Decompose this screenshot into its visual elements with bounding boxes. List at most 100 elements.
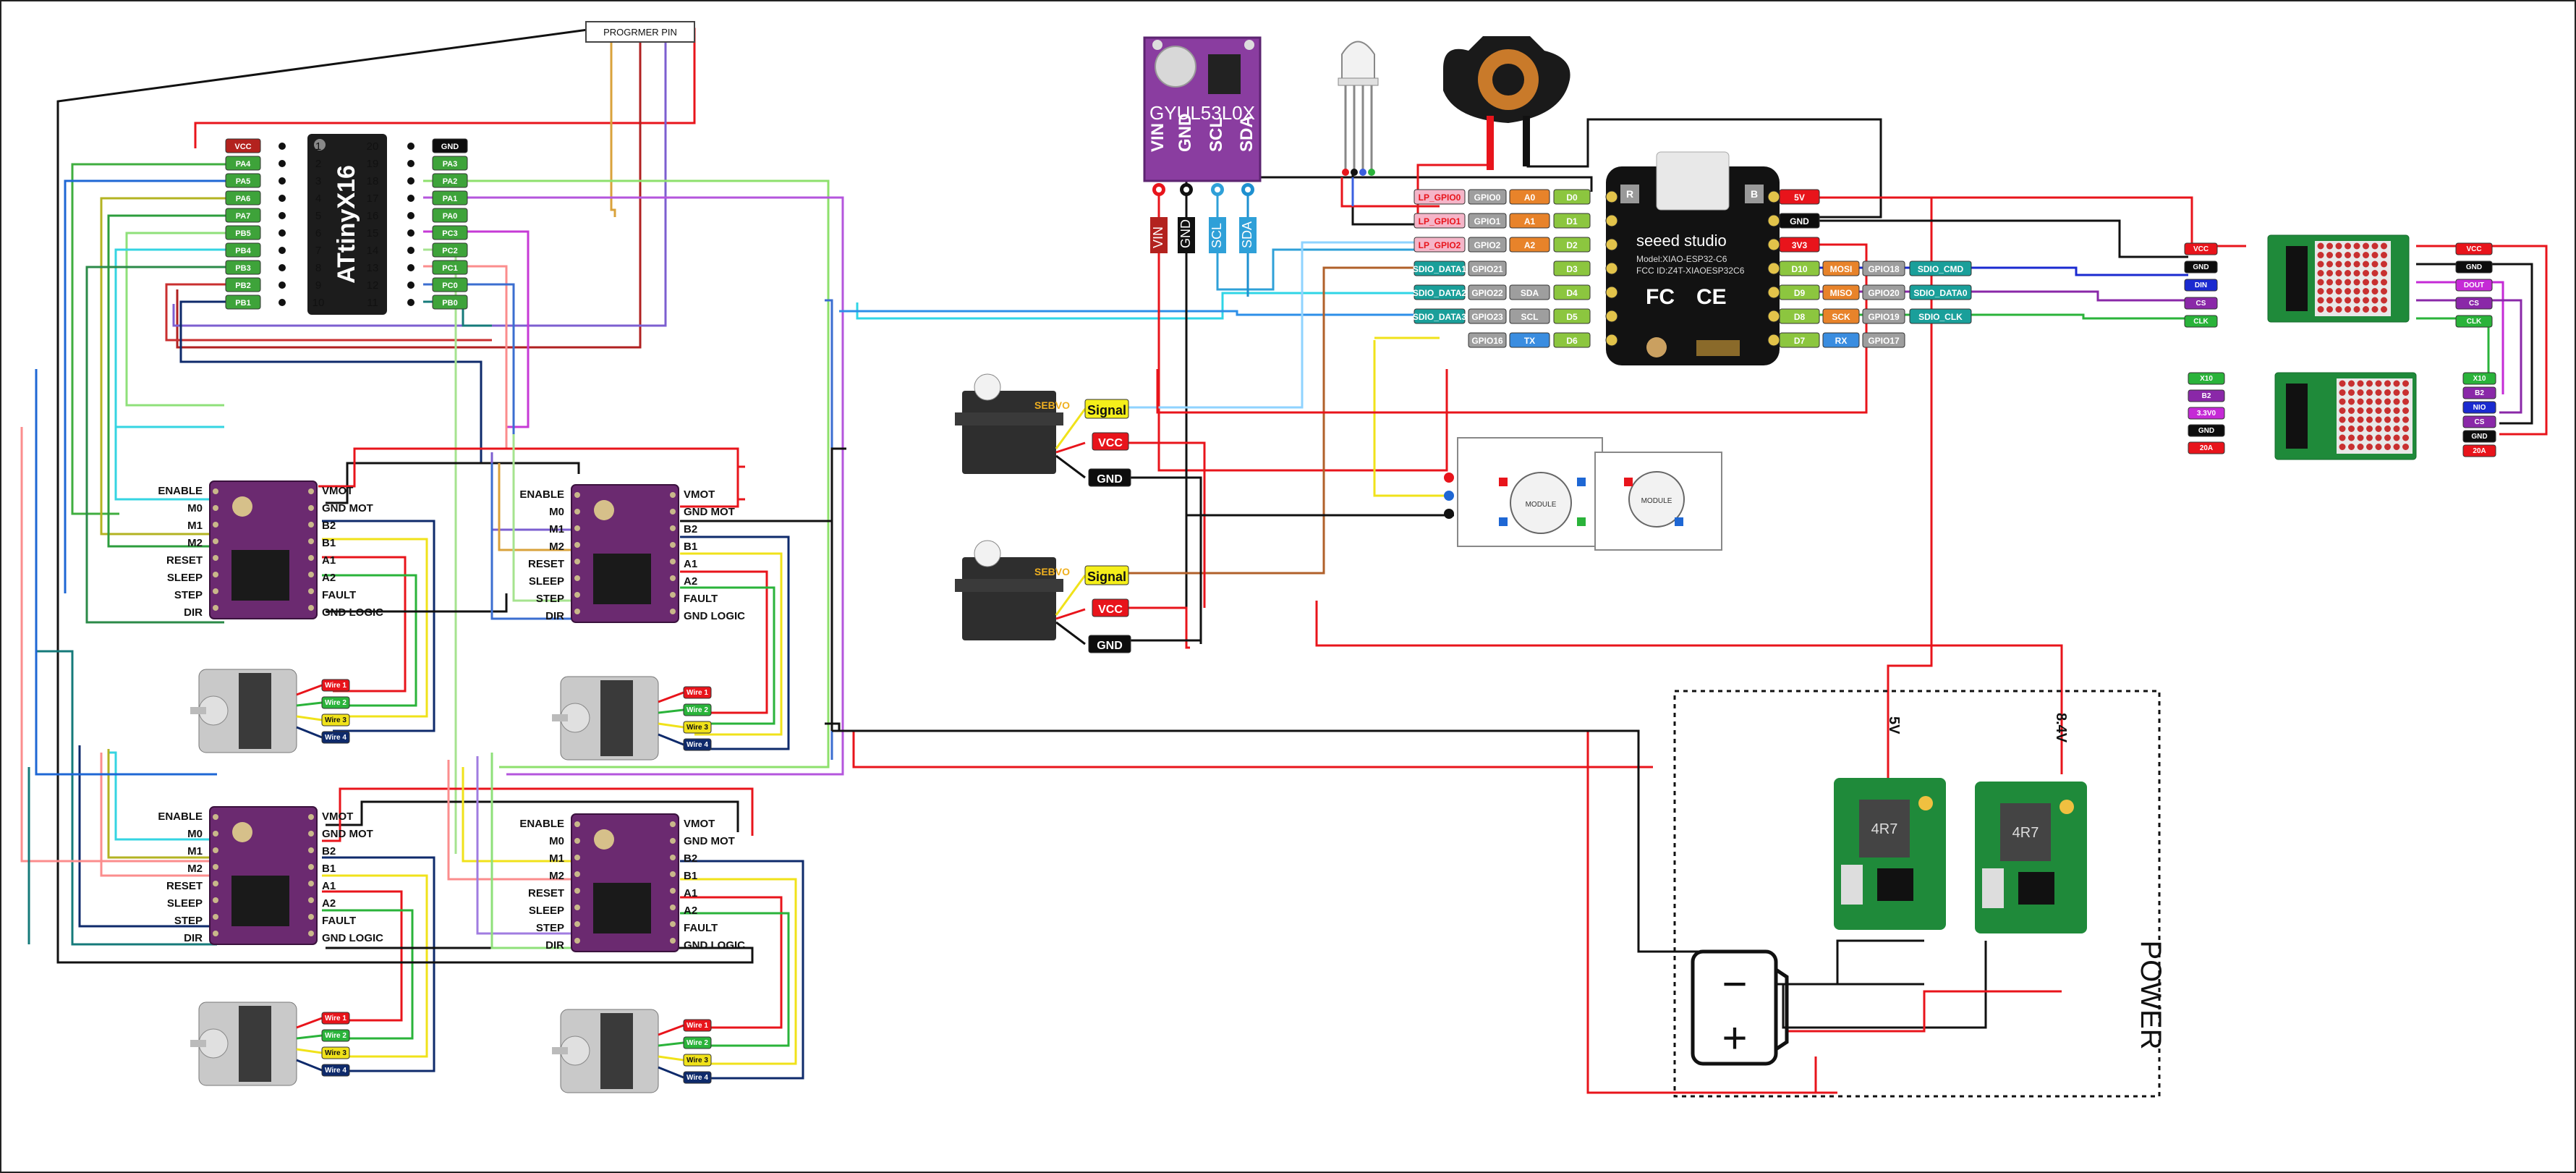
attiny-pin-right: PC1: [432, 260, 468, 275]
svg-text:GPIO16: GPIO16: [1471, 336, 1503, 346]
driver-pin-left: DIR: [184, 606, 203, 619]
attiny-pin-number: 1: [315, 140, 321, 153]
xiao-boot-label: B: [1751, 188, 1758, 200]
sensor-pin-label: VIN: [1148, 123, 1168, 152]
motor-wire-tag: Wire 4: [658, 1066, 712, 1084]
attiny-pin-right: PC2: [432, 242, 468, 258]
xiao-right-tag: D7: [1779, 332, 1820, 348]
sensor-pin-label: SCL: [1207, 117, 1226, 152]
attiny-pin-number: 17: [367, 192, 379, 205]
attiny-pin-right: PA2: [432, 173, 468, 188]
battery-minus: −: [1722, 960, 1747, 1008]
driver-pin-right: B1: [322, 537, 336, 549]
driver-pin-left: ENABLE: [519, 818, 564, 830]
svg-text:CS: CS: [2196, 300, 2206, 308]
xiao-right-tag: D8: [1779, 308, 1820, 324]
sensor-pin-tag: SDA: [1240, 221, 1254, 248]
attiny-pin-number: 3: [315, 175, 321, 187]
led-matrix-bottom: [2274, 372, 2417, 460]
driver-pin-right: GND MOT: [322, 828, 373, 840]
svg-text:Wire 4: Wire 4: [325, 1067, 347, 1075]
attiny-pin-number: 11: [367, 297, 378, 309]
driver-pin-left: M0: [187, 502, 203, 514]
driver-pin-right: A1: [684, 558, 697, 570]
driver-pin-left: DIR: [545, 610, 564, 622]
driver-pin-left: M2: [187, 863, 203, 875]
servo-gnd-label: GND: [1088, 468, 1131, 487]
motor-wire-label: Wire 3: [683, 721, 712, 734]
motor-wire-label: Wire 4: [683, 738, 712, 751]
driver-pin-right: A1: [322, 880, 336, 892]
attiny-pin-number: 19: [367, 158, 379, 170]
svg-text:X10: X10: [2200, 375, 2213, 383]
driver-pin-right: FAULT: [684, 922, 718, 934]
motor-wire-tag: Wire 1: [658, 1019, 712, 1036]
attiny-pin-number: 2: [315, 158, 321, 170]
svg-text:PC3: PC3: [442, 229, 457, 238]
svg-text:SDIO_DATA3: SDIO_DATA3: [1413, 312, 1467, 322]
xiao-left-tag: D6: [1553, 332, 1591, 348]
svg-text:Wire 3: Wire 3: [325, 1049, 347, 1057]
svg-text:GPIO20: GPIO20: [1868, 288, 1900, 298]
svg-text:D7: D7: [1794, 336, 1806, 346]
driver-pin-left: RESET: [528, 558, 564, 570]
driver-pin-right: A2: [684, 575, 697, 588]
driver-pin-left: M1: [549, 523, 564, 535]
svg-text:GPIO18: GPIO18: [1868, 264, 1900, 274]
driver-pin-right: B2: [684, 523, 697, 535]
driver-pin-left: SLEEP: [529, 905, 564, 917]
motor-wire-label: Wire 3: [321, 1046, 350, 1059]
driver-pin-right: A1: [322, 554, 336, 567]
driver-pin-left: ENABLE: [158, 810, 203, 823]
xiao-model: Model:XIAO-ESP32-C6: [1636, 254, 1727, 264]
xiao-right-tag: SDIO_CLK: [1909, 308, 1972, 324]
driver-pin-left: DIR: [184, 932, 203, 944]
svg-text:DIN: DIN: [2195, 281, 2207, 289]
svg-text:Wire 2: Wire 2: [686, 706, 708, 714]
attiny-pin-left: PA6: [225, 190, 261, 206]
xiao-left-tag: SDIO_DATA3: [1413, 308, 1467, 324]
svg-text:GND: GND: [441, 143, 459, 151]
driver-pin-left: STEP: [536, 593, 564, 605]
matrix-top-in-label: GND: [2184, 261, 2218, 274]
svg-text:GND: GND: [1097, 640, 1123, 652]
motor-wire-tag: Wire 1: [296, 1012, 350, 1029]
motor-wire-label: Wire 2: [683, 1036, 712, 1049]
motor-wire-tag: Wire 1: [658, 686, 712, 703]
svg-text:Wire 1: Wire 1: [686, 1022, 708, 1030]
driver-pin-right: A1: [684, 887, 697, 899]
sensor-pin-tag: VIN: [1151, 226, 1165, 248]
sensor-pin-tag: GND: [1178, 219, 1193, 248]
svg-text:CLK: CLK: [2193, 318, 2209, 326]
attiny-pin-left: PB1: [225, 295, 261, 310]
svg-text:SDIO_CLK: SDIO_CLK: [1918, 312, 1963, 322]
ir-label-2: MODULE: [1641, 497, 1672, 505]
svg-text:DOUT: DOUT: [2464, 281, 2484, 289]
motor-wire-label: Wire 1: [683, 686, 712, 699]
driver-pin-right: GND LOGIC: [684, 939, 745, 952]
svg-text:GND: GND: [2193, 263, 2209, 271]
motor-wire-label: Wire 1: [321, 1012, 350, 1025]
motor-wire-tag: Wire 3: [658, 721, 712, 734]
driver-pin-right: B2: [684, 852, 697, 865]
programmer-header: PROGRMER PIN: [585, 21, 695, 43]
xiao-right-tag: SDIO_DATA0: [1909, 284, 1972, 300]
svg-text:GPIO2: GPIO2: [1474, 240, 1501, 250]
motor-wire-label: Wire 2: [321, 696, 350, 709]
driver-pin-left: RESET: [166, 554, 203, 567]
xiao-left-tag: LP_GPIO1: [1414, 213, 1466, 229]
xiao-left-tag: A0: [1509, 189, 1550, 205]
driver-pin-left: RESET: [528, 887, 564, 899]
svg-text:LP_GPIO2: LP_GPIO2: [1419, 240, 1461, 250]
driver-pin-right: GND LOGIC: [322, 932, 383, 944]
xiao-right-tag: GPIO19: [1862, 308, 1905, 324]
svg-text:PA3: PA3: [443, 160, 458, 169]
attiny-pin-right: GND: [432, 138, 468, 153]
xiao-right-tag: SCK: [1822, 308, 1860, 324]
attiny-pin-number: 18: [367, 175, 379, 187]
